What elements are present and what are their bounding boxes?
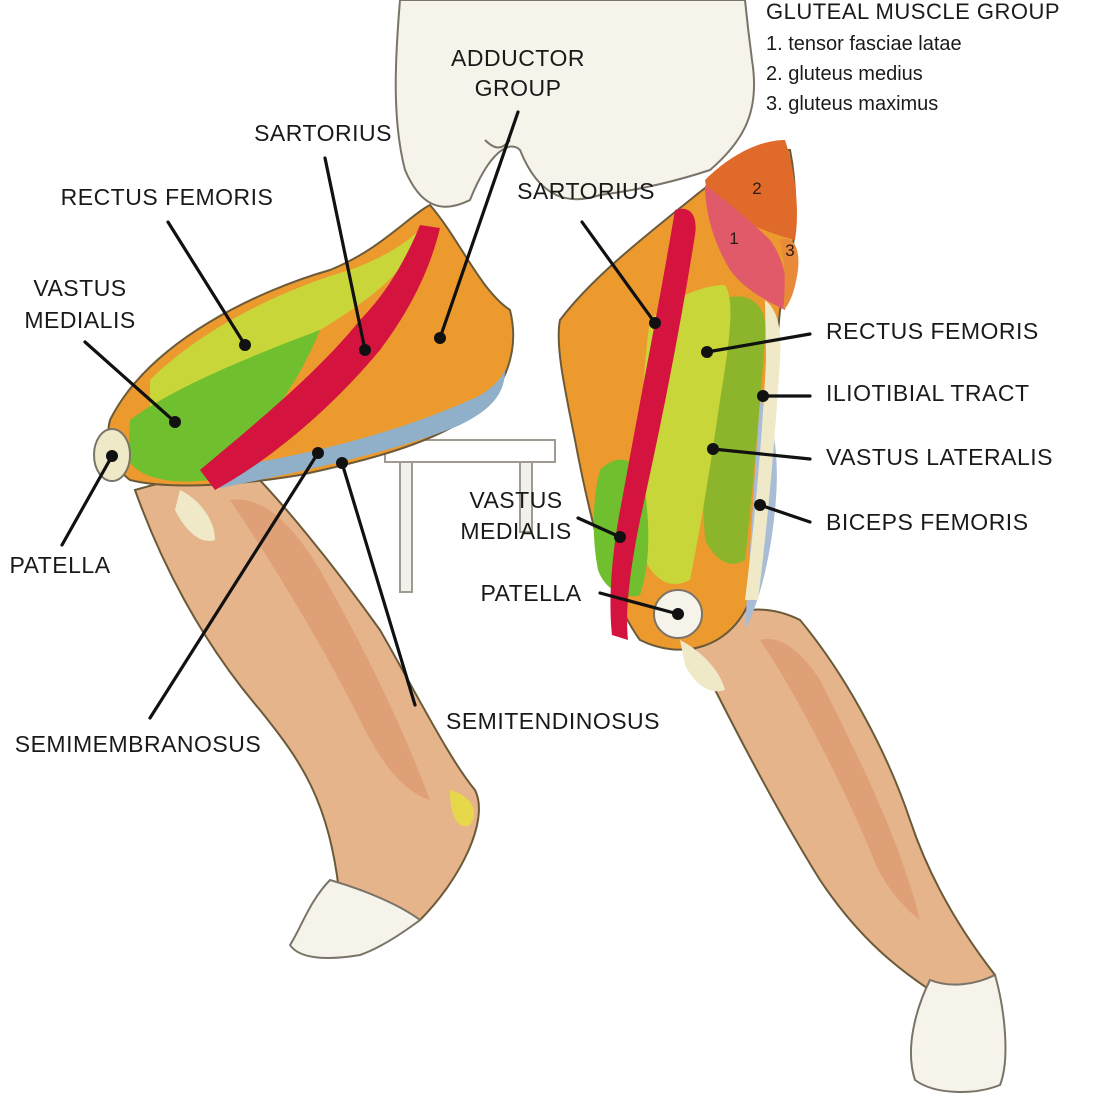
leader-biceps-femoris bbox=[758, 503, 812, 524]
leader-patella-left bbox=[60, 454, 114, 547]
label-iliotibial-tract: ILIOTIBIAL TRACT bbox=[826, 380, 1030, 406]
right-knee-tendon bbox=[680, 640, 725, 692]
label-sartorius-right: SARTORIUS bbox=[517, 178, 655, 204]
right-sartorius bbox=[610, 208, 696, 640]
leader-dot-patella-left bbox=[106, 450, 118, 462]
leader-lines bbox=[60, 110, 812, 720]
leader-dot-sartorius-right bbox=[649, 317, 661, 329]
label-adductor-line1: ADDUCTOR bbox=[451, 45, 585, 71]
tensor-fasciae-latae bbox=[705, 185, 787, 310]
left-knee-tendon bbox=[175, 490, 215, 541]
left-vastus-medialis bbox=[128, 330, 320, 482]
label-vastus-medialis-right-1: VASTUS bbox=[469, 487, 562, 513]
gluteal-number-1: 1 bbox=[729, 229, 738, 248]
leader-vastus-medialis-right bbox=[576, 516, 622, 539]
stool-leg bbox=[399, 461, 413, 593]
leader-dot-vastus-lateralis bbox=[707, 443, 719, 455]
leader-semitendinosus bbox=[340, 461, 417, 707]
label-adductor-line2: GROUP bbox=[475, 75, 562, 101]
stool-leg bbox=[519, 461, 533, 533]
leader-patella-right bbox=[598, 591, 680, 616]
leader-dot-semimembranosus bbox=[312, 447, 324, 459]
leader-rectus-femoris-left bbox=[166, 220, 247, 347]
label-vastus-medialis-left-1: VASTUS bbox=[33, 275, 126, 301]
label-vastus-medialis-right-2: MEDIALIS bbox=[460, 518, 571, 544]
leader-dot-sartorius-left bbox=[359, 344, 371, 356]
label-vastus-medialis-left-2: MEDIALIS bbox=[24, 307, 135, 333]
torso-outline bbox=[394, 0, 756, 208]
right-lower-leg-muscle bbox=[760, 639, 920, 920]
leader-dot-rectus-femoris-right bbox=[701, 346, 713, 358]
leader-dot-vastus-medialis-left bbox=[169, 416, 181, 428]
legend-item-3: 3. gluteus maximus bbox=[766, 93, 938, 115]
right-lower-leg bbox=[688, 608, 997, 992]
left-heel-pad bbox=[450, 790, 474, 827]
label-vastus-lateralis: VASTUS LATERALIS bbox=[826, 444, 1053, 470]
label-semimembranosus: SEMIMEMBRANOSUS bbox=[15, 731, 261, 757]
leader-vastus-medialis-left bbox=[83, 340, 177, 424]
label-sartorius-left: SARTORIUS bbox=[254, 120, 392, 146]
gluteal-number-3: 3 bbox=[785, 241, 794, 260]
label-rectus-femoris-right: RECTUS FEMORIS bbox=[826, 318, 1039, 344]
leader-sartorius-right bbox=[580, 220, 657, 325]
left-foot bbox=[288, 878, 422, 959]
leader-rectus-femoris-right bbox=[705, 332, 812, 354]
legend-item-2: 2. gluteus medius bbox=[766, 63, 923, 85]
gluteus-maximus bbox=[780, 239, 799, 310]
left-hamstring bbox=[210, 370, 505, 488]
gluteus-medius bbox=[705, 140, 797, 240]
gluteal-legend: GLUTEAL MUSCLE GROUP 1. tensor fasciae l… bbox=[766, 0, 1060, 115]
gluteal-number-2: 2 bbox=[752, 179, 761, 198]
leader-vastus-lateralis bbox=[711, 447, 812, 461]
leader-dot-biceps-femoris bbox=[754, 499, 766, 511]
label-semitendinosus: SEMITENDINOSUS bbox=[446, 708, 660, 734]
label-biceps-femoris: BICEPS FEMORIS bbox=[826, 509, 1029, 535]
leader-dot-adductor bbox=[434, 332, 446, 344]
leader-adductor bbox=[438, 110, 520, 340]
legend-title: GLUTEAL MUSCLE GROUP bbox=[766, 0, 1060, 24]
leader-dot-patella-right bbox=[672, 608, 684, 620]
leader-dot-iliotibial-tract bbox=[757, 390, 769, 402]
labels: ADDUCTOR GROUP SARTORIUS SARTORIUS RECTU… bbox=[9, 45, 1053, 757]
left-lower-leg-muscle bbox=[230, 499, 430, 800]
left-lower-leg bbox=[133, 468, 480, 942]
left-sartorius bbox=[200, 225, 440, 490]
right-iliotibial-tract bbox=[745, 300, 781, 600]
leader-dot-vastus-medialis-right bbox=[614, 531, 626, 543]
leader-dot-semitendinosus bbox=[336, 457, 348, 469]
label-patella-left: PATELLA bbox=[9, 552, 110, 578]
label-rectus-femoris-left: RECTUS FEMORIS bbox=[61, 184, 274, 210]
leader-sartorius-left bbox=[323, 156, 367, 352]
right-foot bbox=[909, 973, 1007, 1093]
leader-semimembranosus bbox=[148, 451, 320, 720]
label-patella-right: PATELLA bbox=[480, 580, 581, 606]
leader-dot-rectus-femoris-left bbox=[239, 339, 251, 351]
legend-item-1: 1. tensor fasciae latae bbox=[766, 33, 962, 55]
